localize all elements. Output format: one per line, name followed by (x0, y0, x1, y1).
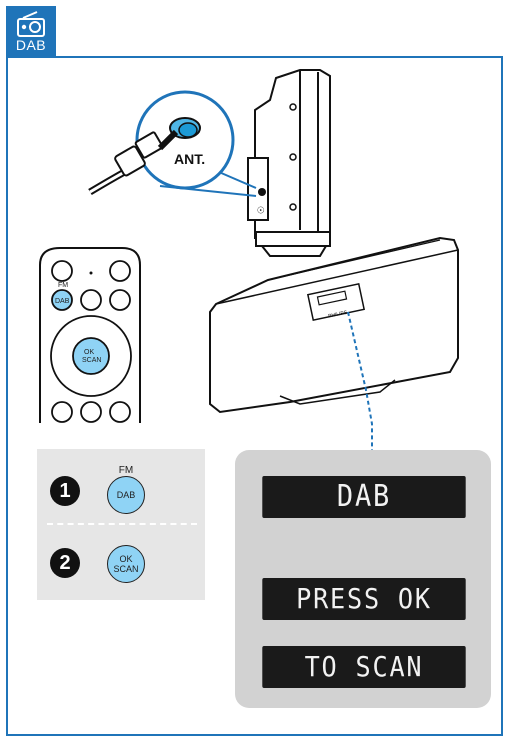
remote-fm-label: FM (58, 282, 68, 289)
step-2-button-line1: OK (119, 554, 133, 564)
radio-icon (17, 11, 45, 37)
lcd-screen-press-ok: PRESS OK (262, 578, 466, 620)
remote-scan-label: SCAN (82, 357, 101, 364)
step-1-button-label: DAB (116, 490, 136, 500)
step-1-number: 1 (50, 476, 80, 506)
unit-brand: PHILIPS (328, 310, 349, 320)
section-tab-dab: DAB (6, 6, 56, 56)
antenna-label: ANT. (174, 151, 206, 167)
step-2-button-line2: SCAN (113, 564, 139, 574)
antenna-callout (135, 90, 235, 190)
steps-panel: 1 FM DAB 2 OK SCAN (37, 449, 205, 600)
step-1-dab-button[interactable]: DAB (107, 476, 145, 514)
step-2-number: 2 (50, 548, 80, 578)
display-panel: DAB PRESS OK TO SCAN (235, 450, 491, 708)
step-1-top-label: FM (118, 465, 134, 476)
speaker-side-view (247, 69, 331, 257)
remote-control (39, 247, 141, 423)
lcd-screen-dab: DAB (262, 476, 466, 518)
step-divider (47, 523, 197, 525)
instruction-frame (6, 56, 503, 736)
antenna-socket (258, 188, 266, 196)
remote-ok-label: OK (84, 349, 94, 356)
section-tab-label: DAB (15, 37, 47, 53)
svg-text:☉: ☉ (257, 206, 267, 214)
main-unit (209, 236, 459, 414)
lcd-screen-to-scan: TO SCAN (262, 646, 466, 688)
antenna-plug (114, 145, 146, 177)
remote-dab-label: DAB (55, 298, 70, 305)
step-2-ok-scan-button[interactable]: OK SCAN (107, 545, 145, 583)
